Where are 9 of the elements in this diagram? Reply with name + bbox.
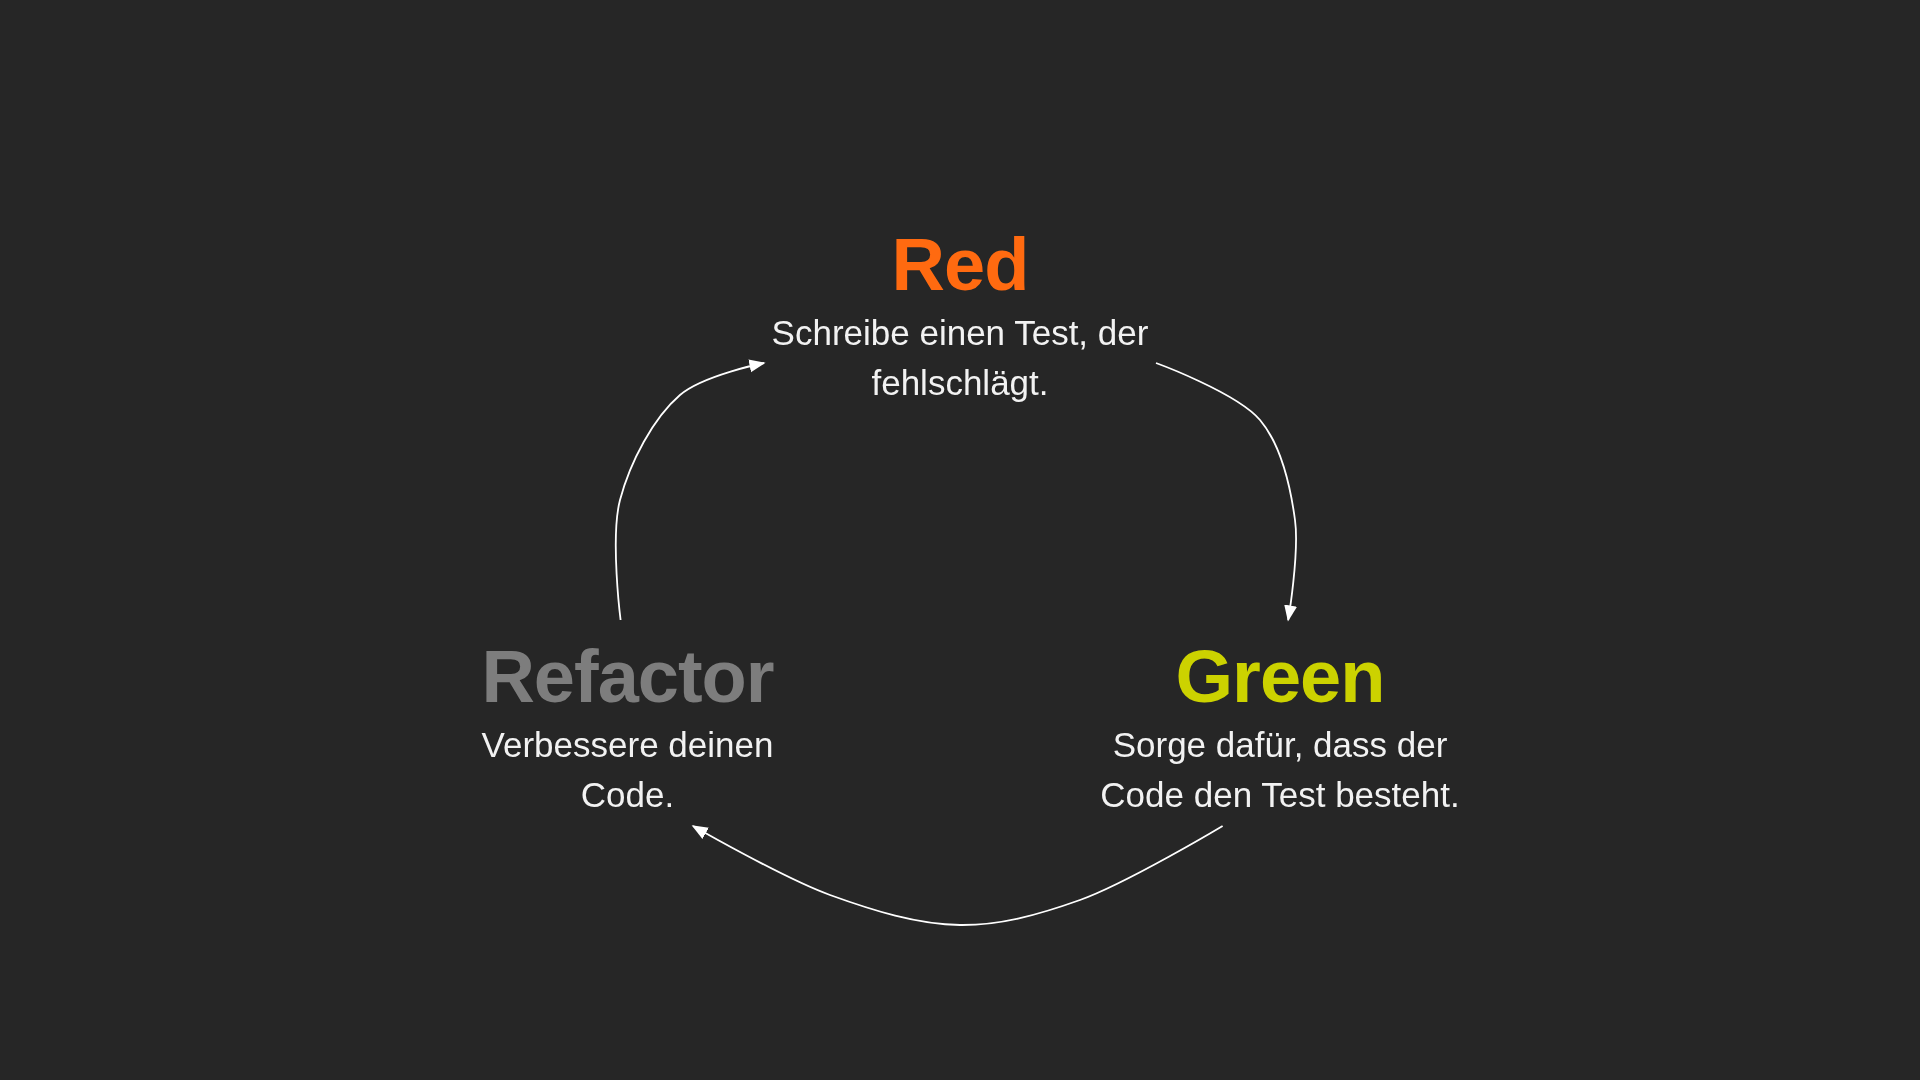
arrow bbox=[691, 825, 1224, 926]
arrow bbox=[1155, 362, 1297, 622]
arrow bbox=[614, 359, 766, 621]
stage-title: Red bbox=[891, 228, 1029, 302]
stage-description: Schreibe einen Test, der fehlschlägt. bbox=[770, 312, 1150, 404]
stage-title: Refactor bbox=[481, 640, 774, 714]
stage-description: Sorge dafür, dass der Code den Test besteht. bbox=[1099, 724, 1461, 816]
stage-description: Verbessere deinen Code. bbox=[480, 724, 775, 816]
stage-title: Green bbox=[1175, 640, 1385, 714]
